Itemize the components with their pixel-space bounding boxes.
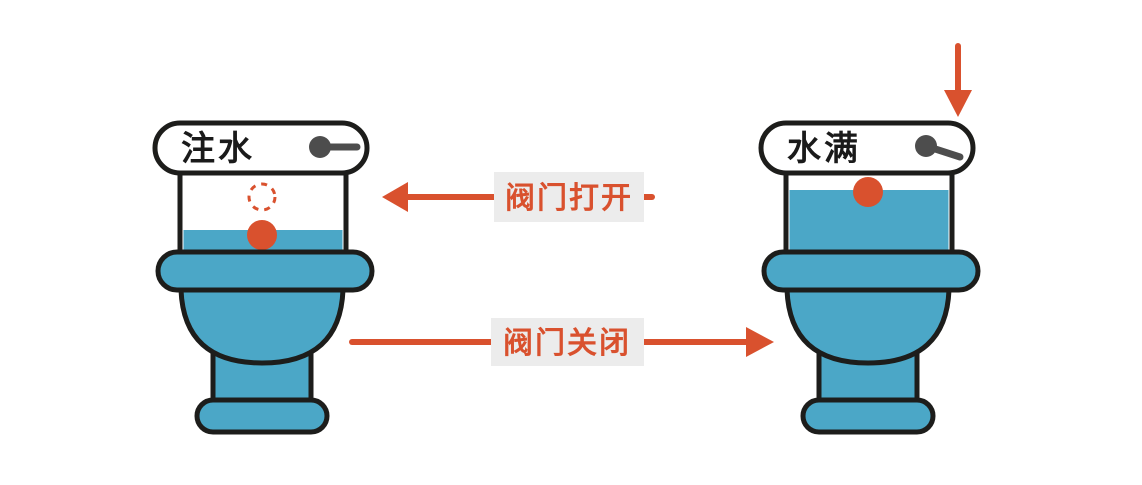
left-toilet: 注水 bbox=[152, 120, 375, 435]
bowl-rim bbox=[155, 249, 375, 293]
valve-closed-label: 阀门关闭 bbox=[503, 326, 631, 361]
valve-open-label: 阀门打开 bbox=[505, 181, 633, 216]
bowl-rim bbox=[761, 249, 981, 293]
valve-open-label-box bbox=[494, 172, 644, 222]
tank-lid bbox=[758, 120, 976, 176]
base bbox=[194, 397, 330, 435]
lid-label: 水满 bbox=[787, 129, 861, 169]
valve-closed-label-box bbox=[491, 318, 644, 366]
tank-lid bbox=[152, 120, 370, 176]
right-toilet: 水满 bbox=[758, 120, 981, 435]
float-ball-icon bbox=[247, 220, 277, 250]
flush-lever-icon bbox=[915, 135, 964, 161]
bowl bbox=[784, 287, 952, 366]
flush-lever-icon bbox=[309, 136, 361, 158]
base bbox=[800, 397, 936, 435]
valve-open-arrowhead-icon bbox=[382, 182, 408, 212]
valve-open-arrow: 阀门打开 bbox=[382, 172, 655, 222]
float-ball-icon bbox=[853, 177, 883, 207]
valve-closed-arrow: 阀门关闭 bbox=[349, 318, 774, 366]
water-inlet-arrow bbox=[944, 43, 972, 117]
bowl bbox=[178, 287, 346, 366]
valve-closed-arrowhead-icon bbox=[746, 327, 774, 357]
lever-knob bbox=[915, 135, 937, 157]
lid-label: 注水 bbox=[181, 129, 255, 169]
float-ball-dashed-icon bbox=[247, 182, 277, 212]
inlet-arrowhead-icon bbox=[944, 90, 972, 117]
lever-knob bbox=[309, 136, 331, 158]
